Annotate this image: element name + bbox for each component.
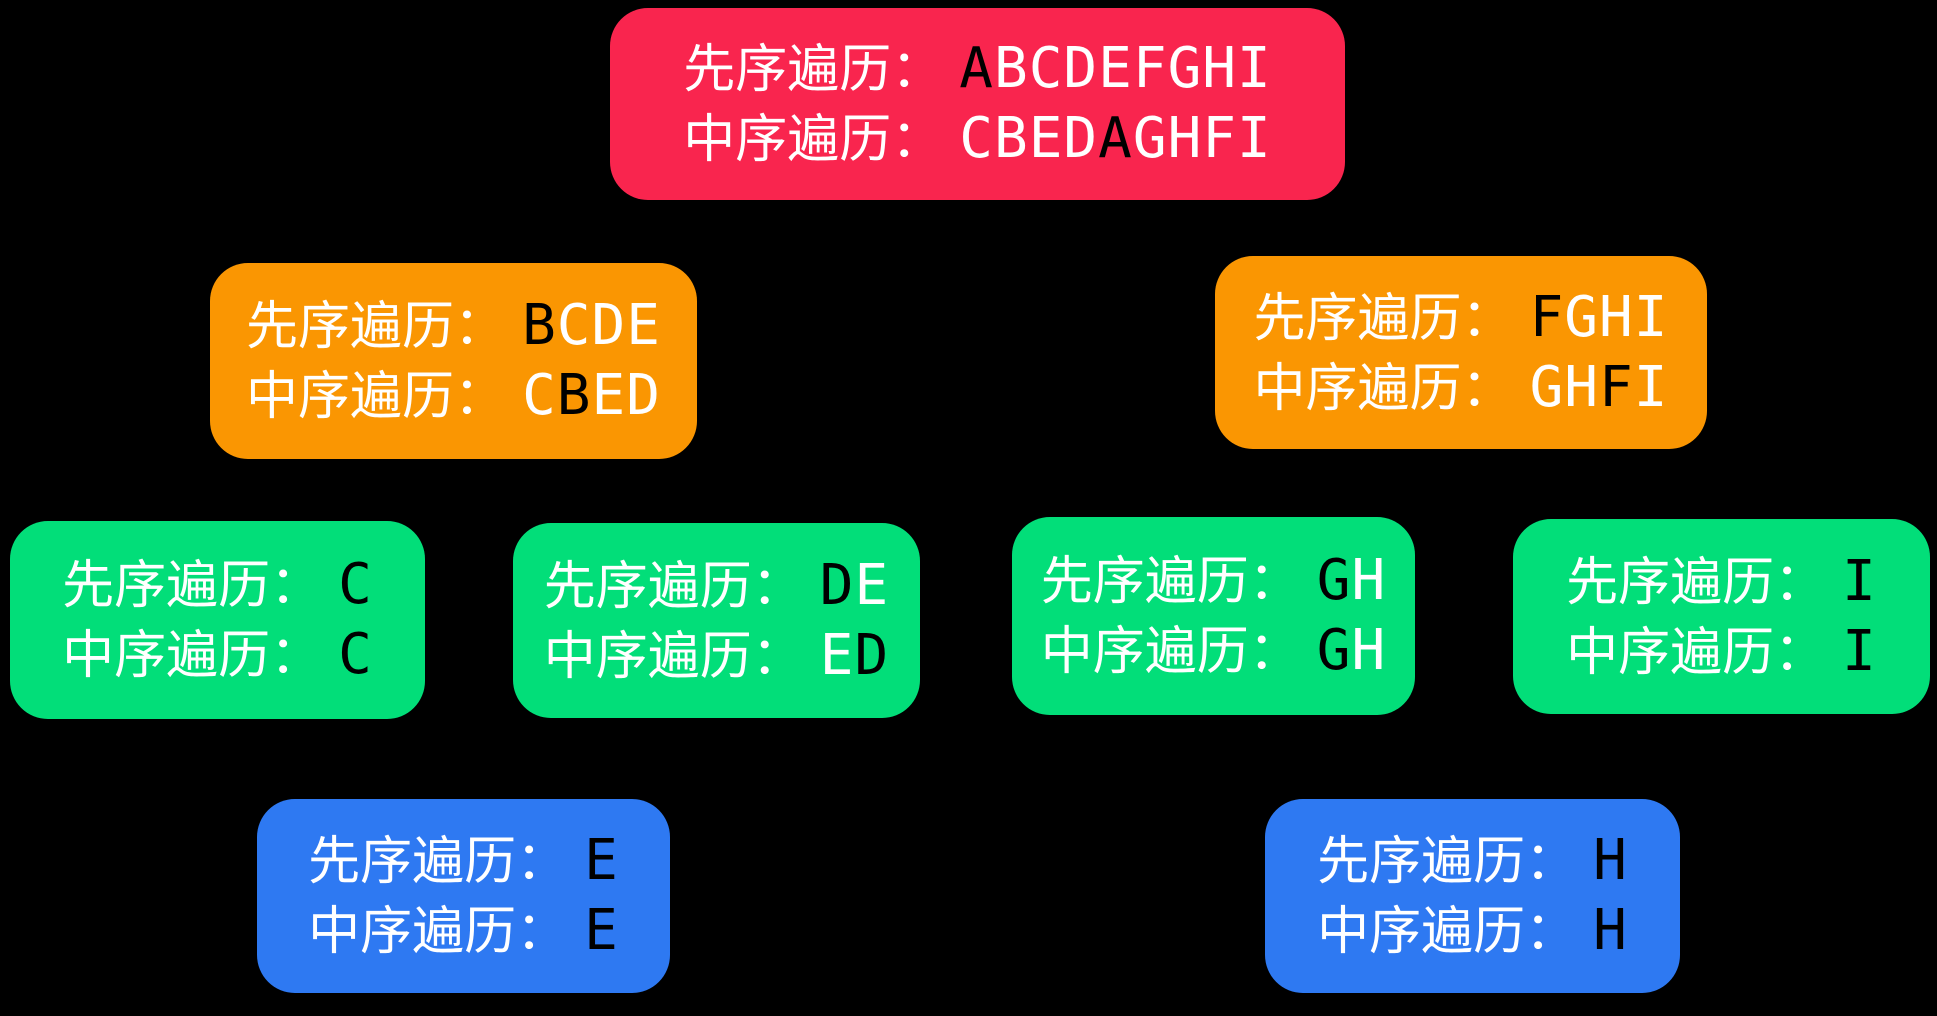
- sequence-segment: I: [1842, 548, 1877, 614]
- traversal-label: 中序遍历：: [308, 902, 569, 962]
- traversal-label: 先序遍历：: [308, 832, 569, 892]
- preorder-line: 先序遍历： C: [62, 551, 373, 619]
- tree-node-leaf-c: 先序遍历： C 中序遍历： C: [10, 521, 425, 719]
- inorder-line: 中序遍历： ED: [544, 622, 889, 690]
- preorder-line: 先序遍历： BCDE: [246, 292, 661, 360]
- sequence-segment: C: [522, 363, 557, 428]
- inorder-line: 中序遍历： C: [62, 621, 373, 689]
- preorder-line: 先序遍历： DE: [544, 552, 889, 620]
- sequence-segment: CDE: [556, 293, 661, 358]
- sequence-segment: G: [1316, 618, 1352, 683]
- traversal-sequence: FGHI: [1530, 284, 1669, 352]
- traversal-label: 中序遍历：: [246, 367, 507, 427]
- sequence-segment: B: [556, 363, 592, 428]
- preorder-line: 先序遍历： ABCDEFGHI: [683, 35, 1271, 103]
- traversal-sequence: H: [1593, 827, 1628, 895]
- traversal-sequence: DE: [820, 552, 889, 620]
- traversal-label: 中序遍历：: [543, 626, 804, 687]
- traversal-label: 先序遍历：: [543, 556, 804, 617]
- traversal-sequence: I: [1842, 548, 1877, 616]
- sequence-segment: E: [854, 552, 890, 618]
- traversal-sequence: H: [1593, 897, 1628, 965]
- sequence-segment: E: [584, 898, 619, 963]
- sequence-segment: G: [1316, 548, 1352, 613]
- tree-node-leaf-e: 先序遍历： E 中序遍历： E: [257, 799, 670, 993]
- preorder-line: 先序遍历： FGHI: [1254, 284, 1669, 352]
- sequence-segment: GHFI: [1132, 106, 1272, 171]
- inorder-line: 中序遍历： GH: [1041, 617, 1386, 685]
- traversal-label: 先序遍历：: [246, 297, 507, 357]
- traversal-label: 先序遍历：: [62, 556, 323, 616]
- sequence-segment: H: [1351, 548, 1387, 613]
- sequence-segment: H: [1593, 898, 1628, 963]
- traversal-sequence: I: [1842, 618, 1877, 686]
- tree-node-subtree-d: 先序遍历： DE 中序遍历： ED: [513, 523, 920, 718]
- traversal-sequence: C: [338, 551, 373, 619]
- sequence-segment: ED: [591, 363, 661, 428]
- sequence-segment: E: [584, 828, 619, 893]
- tree-node-subtree-g: 先序遍历： GH 中序遍历： GH: [1012, 517, 1415, 715]
- sequence-segment: H: [1351, 618, 1387, 683]
- tree-node-subtree-b: 先序遍历： BCDE 中序遍历： CBED: [210, 263, 697, 459]
- inorder-line: 中序遍历： CBED: [246, 362, 661, 430]
- traversal-label: 先序遍历：: [1253, 288, 1514, 349]
- sequence-segment: E: [819, 622, 855, 688]
- traversal-label: 先序遍历：: [683, 40, 944, 100]
- traversal-sequence: GHFI: [1530, 354, 1669, 422]
- sequence-segment: A: [1098, 106, 1133, 171]
- sequence-segment: I: [1633, 354, 1669, 420]
- sequence-segment: C: [338, 552, 373, 617]
- sequence-segment: BCDEFGHI: [994, 36, 1272, 101]
- sequence-segment: I: [1842, 618, 1877, 684]
- traversal-label: 中序遍历：: [1566, 622, 1827, 683]
- sequence-segment: F: [1599, 354, 1634, 420]
- traversal-label: 先序遍历：: [1040, 552, 1301, 612]
- sequence-segment: GHI: [1564, 284, 1669, 350]
- preorder-line: 先序遍历： H: [1317, 827, 1628, 895]
- sequence-segment: B: [522, 293, 557, 358]
- inorder-line: 中序遍历： E: [308, 897, 619, 965]
- inorder-line: 中序遍历： H: [1317, 897, 1628, 965]
- inorder-line: 中序遍历： GHFI: [1254, 354, 1669, 422]
- traversal-sequence: CBEDAGHFI: [959, 105, 1271, 173]
- traversal-sequence: E: [584, 897, 619, 965]
- traversal-sequence: E: [584, 827, 619, 895]
- inorder-line: 中序遍历： CBEDAGHFI: [683, 105, 1271, 173]
- traversal-label: 中序遍历：: [683, 110, 944, 170]
- inorder-line: 中序遍历： I: [1566, 618, 1877, 686]
- tree-node-leaf-h: 先序遍历： H 中序遍历： H: [1265, 799, 1680, 993]
- traversal-sequence: BCDE: [522, 292, 661, 360]
- sequence-segment: D: [819, 552, 855, 618]
- preorder-line: 先序遍历： I: [1566, 548, 1877, 616]
- traversal-sequence: GH: [1317, 617, 1386, 685]
- traversal-label: 中序遍历：: [1040, 622, 1301, 682]
- traversal-sequence: ABCDEFGHI: [959, 35, 1271, 103]
- tree-node-subtree-f: 先序遍历： FGHI 中序遍历： GHFI: [1215, 256, 1707, 449]
- sequence-segment: D: [854, 622, 890, 688]
- traversal-label: 中序遍历：: [1317, 902, 1578, 962]
- traversal-label: 中序遍历：: [62, 626, 323, 686]
- tree-node-root-a: 先序遍历： ABCDEFGHI 中序遍历： CBEDAGHFI: [610, 8, 1345, 200]
- tree-node-leaf-i: 先序遍历： I 中序遍历： I: [1513, 519, 1930, 714]
- traversal-label: 先序遍历：: [1566, 552, 1827, 613]
- traversal-sequence: C: [338, 621, 373, 689]
- sequence-segment: C: [338, 622, 373, 687]
- traversal-sequence: ED: [820, 622, 889, 690]
- preorder-line: 先序遍历： GH: [1041, 547, 1386, 615]
- sequence-segment: H: [1593, 828, 1628, 893]
- sequence-segment: F: [1529, 284, 1565, 350]
- sequence-segment: GH: [1529, 354, 1599, 420]
- traversal-sequence: GH: [1317, 547, 1386, 615]
- preorder-line: 先序遍历： E: [308, 827, 619, 895]
- traversal-sequence: CBED: [522, 362, 661, 430]
- sequence-segment: A: [959, 36, 994, 101]
- traversal-label: 先序遍历：: [1317, 832, 1578, 892]
- sequence-segment: CBED: [959, 106, 1099, 171]
- traversal-label: 中序遍历：: [1253, 358, 1514, 419]
